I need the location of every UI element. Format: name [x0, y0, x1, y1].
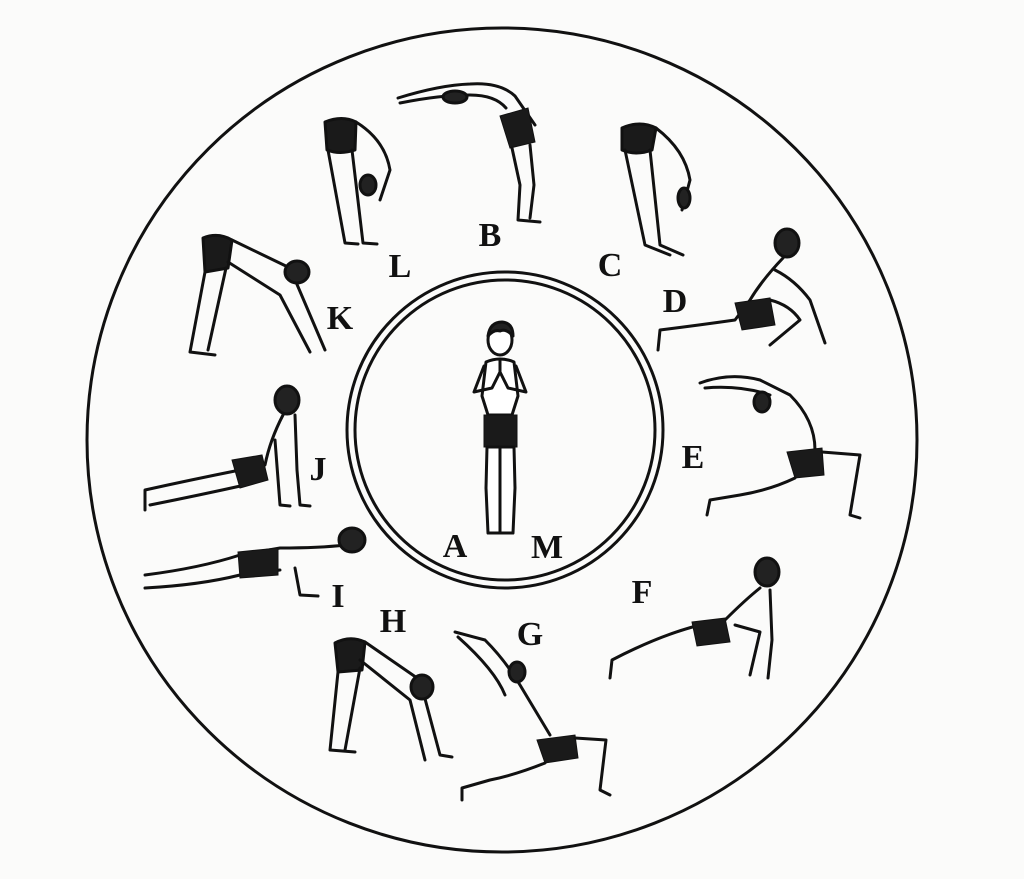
label-c: C [597, 247, 623, 284]
figure-f-low-lunge [608, 556, 781, 680]
figure-k-downward-dog [188, 233, 327, 357]
label-k: K [326, 300, 354, 337]
figure-d-low-lunge [656, 227, 827, 352]
label-l: L [388, 248, 412, 285]
label-e: E [681, 439, 705, 476]
figure-e-crescent [698, 375, 862, 520]
figure-standing-prayer [472, 320, 528, 535]
outer-circle [85, 26, 919, 854]
figure-i-plank [143, 526, 367, 598]
label-h: H [379, 603, 407, 640]
inner-circle-outer-ring [345, 270, 665, 590]
label-g: G [516, 616, 544, 653]
figure-g-crescent [453, 630, 612, 802]
figure-c-forward-bend [620, 122, 692, 257]
label-a: A [442, 528, 468, 565]
figure-l-forward-bend [323, 117, 392, 246]
label-m: M [530, 529, 564, 566]
figure-h-downward-dog [328, 637, 454, 762]
figure-b-backbend [396, 82, 542, 224]
label-b: B [478, 217, 502, 254]
label-j: J [309, 451, 327, 488]
figure-j-upward-dog [143, 384, 312, 512]
label-f: F [631, 574, 653, 611]
label-i: I [331, 578, 345, 615]
inner-circle-inner-ring [353, 278, 657, 582]
label-d: D [662, 283, 688, 320]
